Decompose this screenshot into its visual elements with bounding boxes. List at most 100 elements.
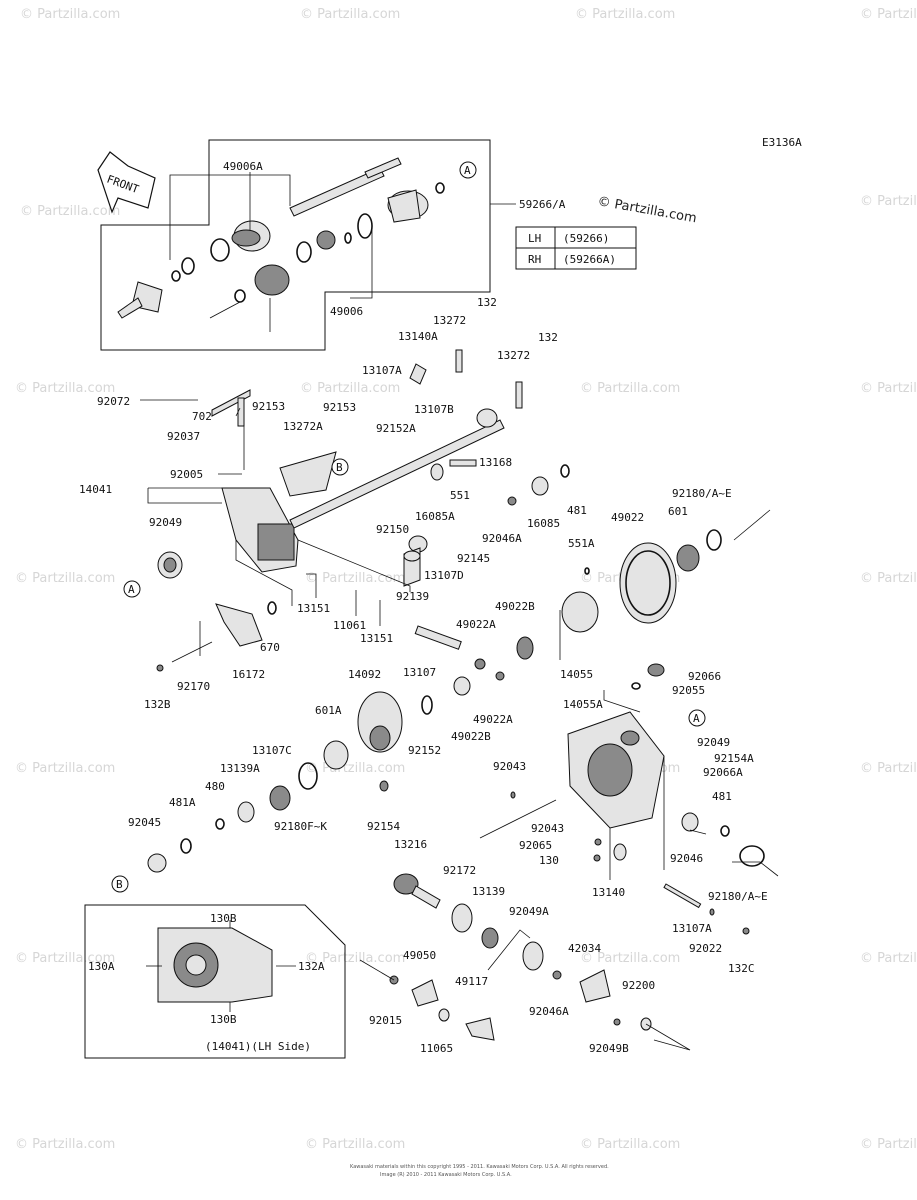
part-label: 13107C: [252, 744, 292, 757]
part-label: 13107A: [362, 364, 402, 377]
part-label: 130B: [210, 912, 237, 925]
part-label: 13140: [592, 886, 625, 899]
part-label: 13139: [472, 885, 505, 898]
part-label: 92037: [167, 430, 200, 443]
watermark: © Partzilla.com: [860, 381, 917, 396]
part-label: 11061: [333, 619, 366, 632]
part-label: 92065: [519, 839, 552, 852]
gear-case-14041: [157, 487, 299, 579]
ref-marker-a: A: [128, 583, 135, 596]
part-label: 92066A: [703, 766, 743, 779]
copyright-text: Image (R) 2010 - 2011 Kawasaki Motors Co…: [380, 1172, 512, 1178]
part-label: 13151: [360, 632, 393, 645]
part-label: 132C: [728, 962, 755, 975]
part-label: 92046A: [529, 1005, 569, 1018]
watermark: © Partzilla.com: [860, 571, 917, 586]
part-label: 13216: [394, 838, 427, 851]
watermark-layer: © Partzilla.com © Partzilla.com © Partzi…: [15, 7, 917, 1152]
part-label: 92072: [97, 395, 130, 408]
part-label: 13107: [403, 666, 436, 679]
part-label: 670: [260, 641, 280, 654]
part-label: 601A: [315, 704, 342, 717]
part-label: 49022B: [495, 600, 535, 613]
part-label: 49022A: [456, 618, 496, 631]
part-label: 13107D: [424, 569, 464, 582]
table-row-code: (59266): [563, 232, 609, 245]
part-label: 92043: [493, 760, 526, 773]
watermark: © Partzilla.com: [20, 7, 120, 22]
part-label: 92180F~K: [274, 820, 327, 833]
part-label: 13107A: [672, 922, 712, 935]
part-label: 130B: [210, 1013, 237, 1026]
watermark: © Partzilla.com: [305, 761, 405, 776]
part-label: 13272A: [283, 420, 323, 433]
part-label: 132A: [298, 960, 325, 973]
ring-gear-49022: [414, 529, 722, 696]
part-label: 92172: [443, 864, 476, 877]
part-label: 132: [538, 331, 558, 344]
watermark: © Partzilla.com: [15, 381, 115, 396]
watermark: © Partzilla.com: [580, 381, 680, 396]
part-label: 11065: [420, 1042, 453, 1055]
copyright-text: Kawasaki materials within this copyright…: [350, 1164, 609, 1170]
part-label: 92154: [367, 820, 400, 833]
leader-lines: [140, 172, 779, 1051]
part-label: 92005: [170, 468, 203, 481]
part-label: 14092: [348, 668, 381, 681]
rear-shaft: [211, 349, 570, 587]
part-label: 92139: [396, 590, 429, 603]
inset-caption: (14041)(LH Side): [205, 1040, 311, 1053]
part-label: 92049A: [509, 905, 549, 918]
part-label: 49117: [455, 975, 488, 988]
part-label: 13140A: [398, 330, 438, 343]
part-label: 92046: [670, 852, 703, 865]
part-label: 13107B: [414, 403, 454, 416]
diagram-code: E3136A: [762, 136, 802, 149]
part-label: 49022: [611, 511, 644, 524]
part-label: 92066: [688, 670, 721, 683]
part-label: 481: [567, 504, 587, 517]
part-label: 92152A: [376, 422, 416, 435]
rear-case-14055A: [510, 663, 765, 935]
part-labels: 49006A 59266/A 49006 132 13272 13140A 13…: [79, 160, 768, 1055]
part-label: 702: [192, 410, 212, 423]
ref-marker-a: A: [464, 164, 471, 177]
differential-case-14092: [147, 691, 433, 873]
watermark: © Partzilla.com: [860, 1137, 917, 1152]
watermark: © Partzilla.com: [15, 761, 115, 776]
part-label: 551A: [568, 537, 595, 550]
ref-marker-a: A: [693, 712, 700, 725]
part-label: 92153: [323, 401, 356, 414]
watermark: © Partzilla.com: [15, 1137, 115, 1152]
part-label: 92180/A~E: [672, 487, 732, 500]
watermark: © Partzilla.com: [580, 951, 680, 966]
part-label: 14041: [79, 483, 112, 496]
watermark: © Partzilla.com: [300, 381, 400, 396]
part-label: 481A: [169, 796, 196, 809]
watermark: © Partzilla.com: [860, 7, 917, 22]
watermark: © Partzilla.com: [860, 951, 917, 966]
part-label: 601: [668, 505, 688, 518]
part-label: 92022: [689, 942, 722, 955]
ref-marker-b: B: [336, 461, 343, 474]
watermark: © Partzilla.com: [305, 1137, 405, 1152]
watermark: © Partzilla.com: [575, 7, 675, 22]
part-label: 13151: [297, 602, 330, 615]
variant-table: LH (59266) RH (59266A): [515, 226, 637, 270]
watermark: © Partzilla.com: [15, 571, 115, 586]
watermark: © Partzilla.com: [305, 571, 405, 586]
watermark: © Partzilla.com: [305, 951, 405, 966]
header-watermark: © Partzilla.com: [596, 194, 697, 226]
part-label: 481: [712, 790, 732, 803]
ref-marker-b: B: [116, 878, 123, 891]
part-label: 13168: [479, 456, 512, 469]
part-label: 132: [477, 296, 497, 309]
watermark: © Partzilla.com: [300, 7, 400, 22]
shift-assembly-16172: [156, 601, 277, 672]
watermark: © Partzilla.com: [860, 194, 917, 209]
part-label: 92045: [128, 816, 161, 829]
part-label: 92049: [149, 516, 182, 529]
part-label: 14055A: [563, 698, 603, 711]
front-arrow-icon: FRONT: [97, 151, 156, 214]
